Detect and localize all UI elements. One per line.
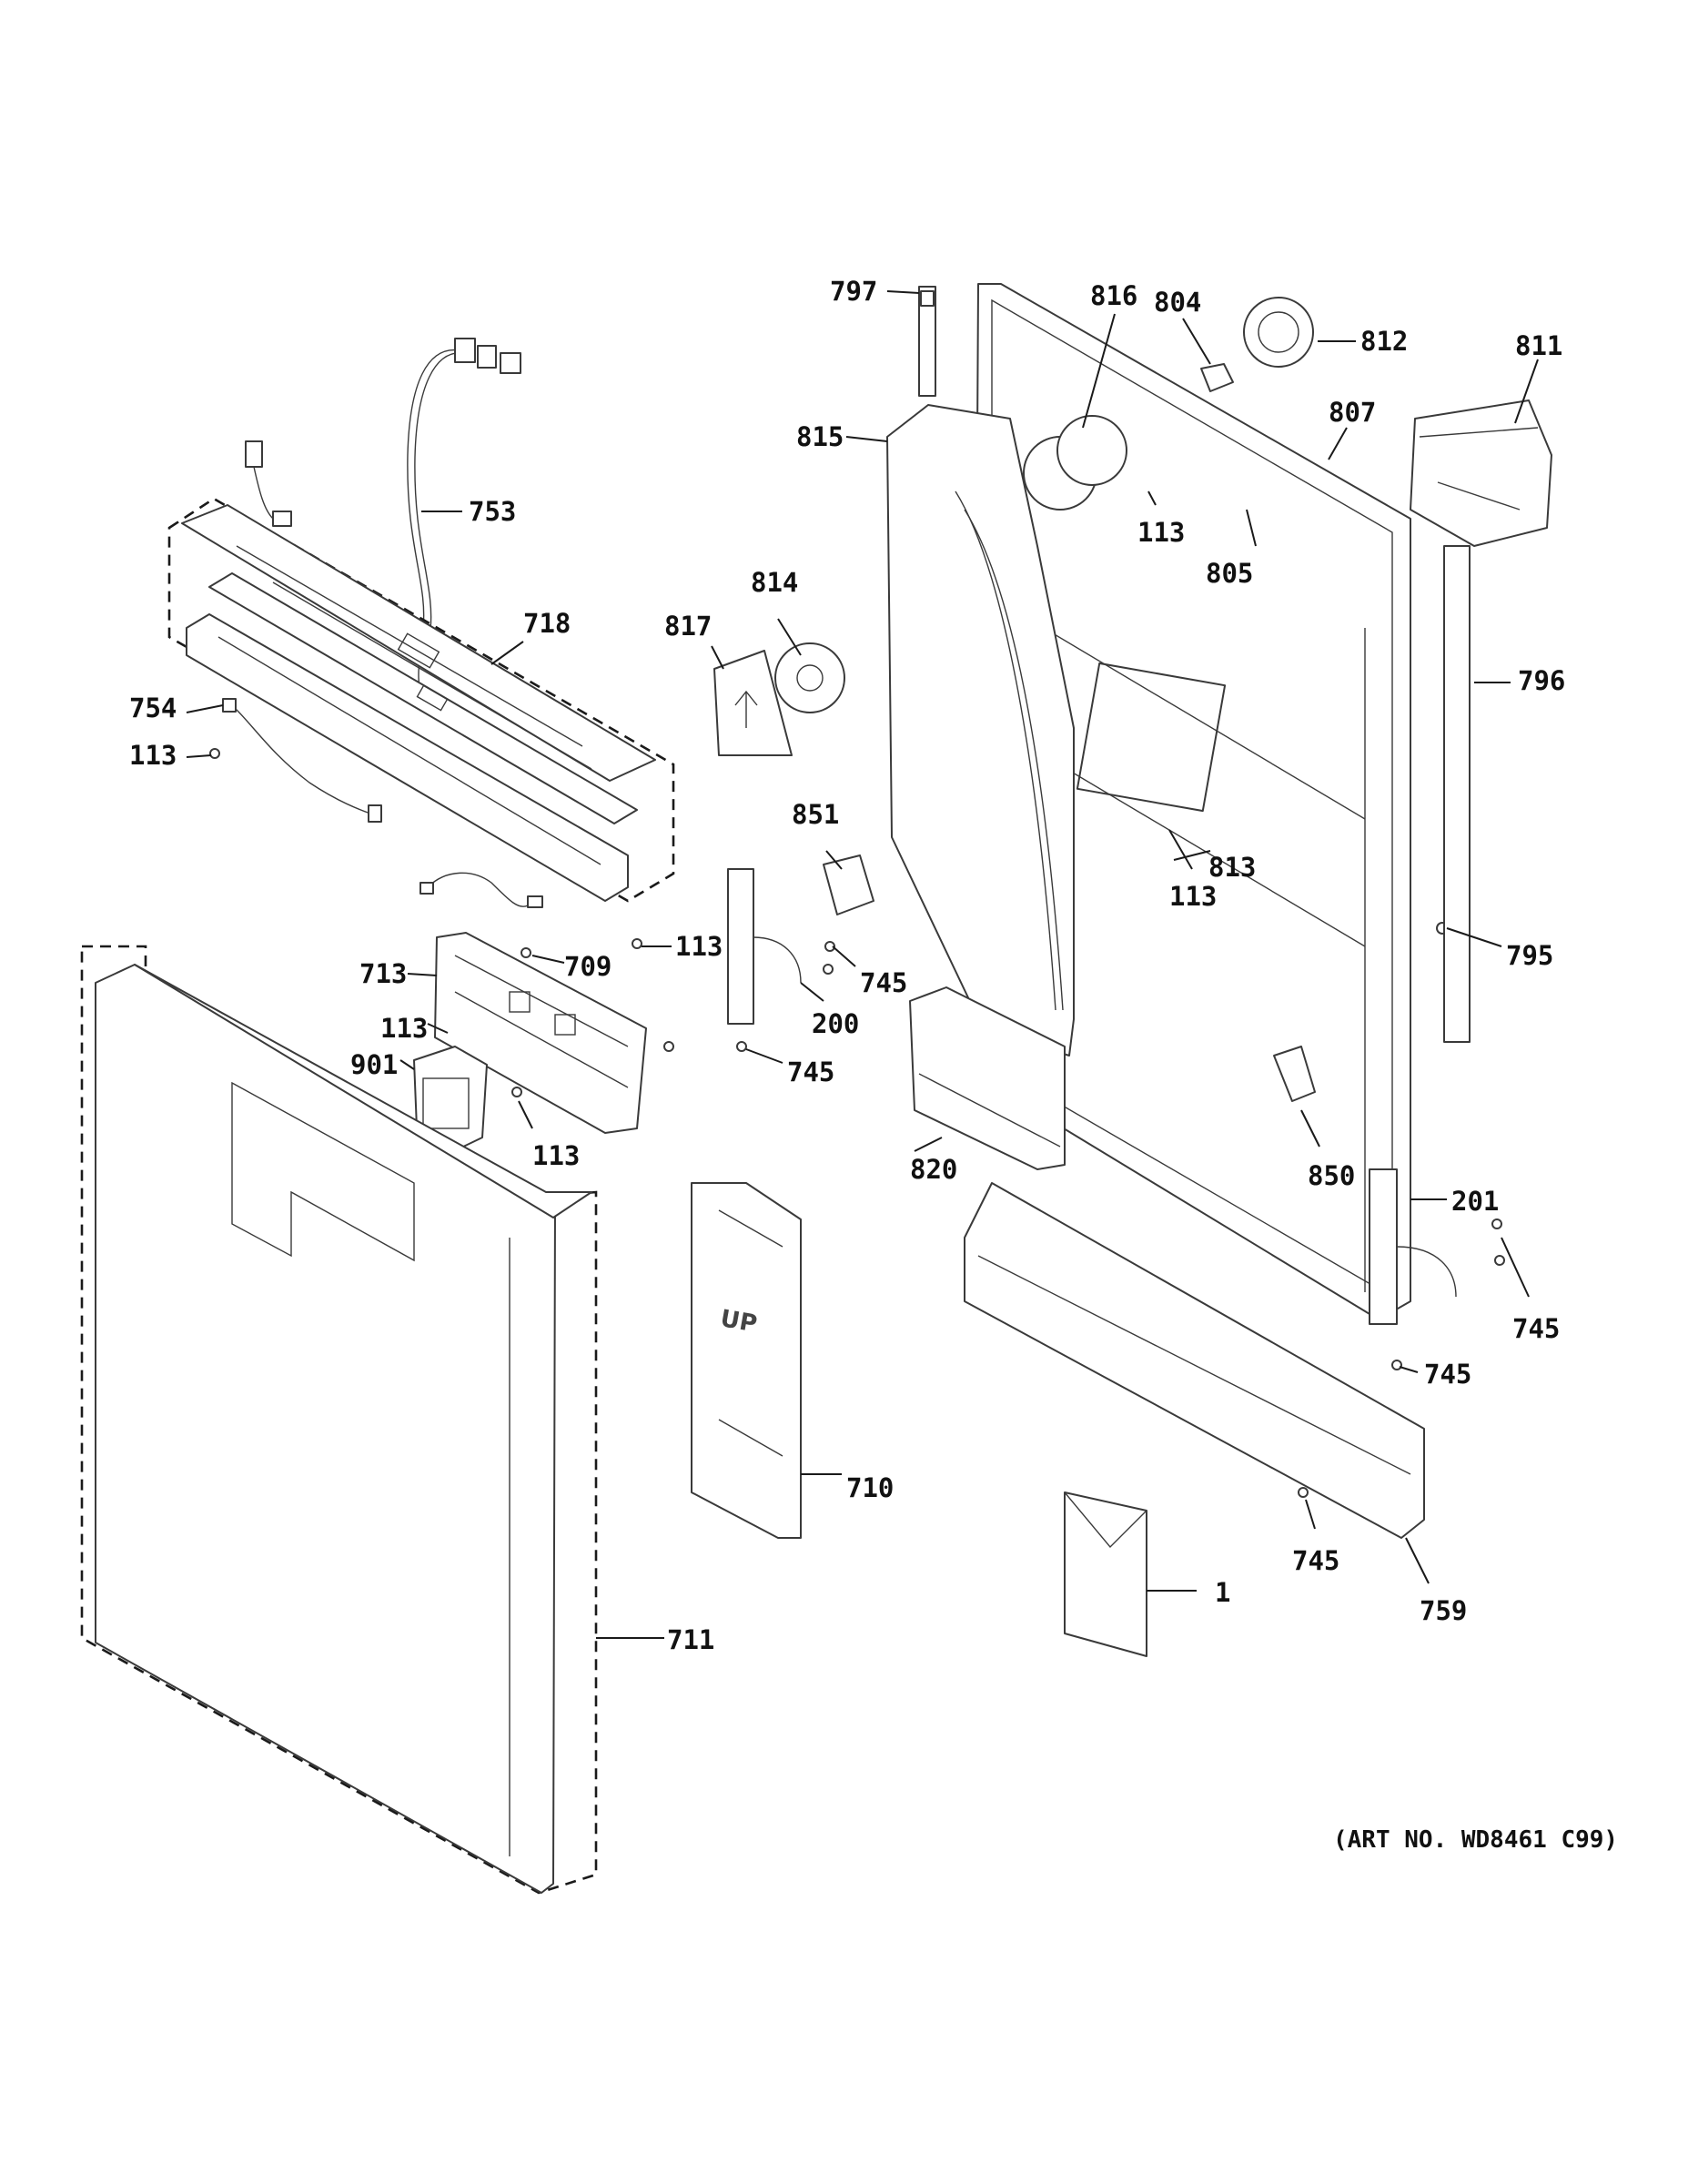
callout-759: 759 <box>1420 1595 1467 1626</box>
callout-201: 201 <box>1451 1186 1499 1217</box>
fan-814 <box>774 642 845 713</box>
callout-113-left: 113 <box>129 740 177 771</box>
ribbon-connector <box>245 440 292 527</box>
duct-815 <box>886 404 1075 1057</box>
callout-711: 711 <box>667 1624 714 1655</box>
callout-718: 718 <box>523 608 571 639</box>
callout-811: 811 <box>1515 330 1562 361</box>
callout-745-b: 745 <box>787 1057 834 1087</box>
part-850 <box>1273 1046 1316 1102</box>
callout-850: 850 <box>1308 1160 1355 1191</box>
callout-113-mid: 113 <box>1169 881 1217 912</box>
callout-814: 814 <box>751 567 798 598</box>
callout-713: 713 <box>359 958 407 989</box>
bracket-851 <box>823 854 874 915</box>
hinge-200 <box>727 868 802 1025</box>
callout-745-e: 745 <box>1292 1545 1339 1576</box>
outer-door-711 <box>80 945 598 1895</box>
callout-815: 815 <box>796 421 844 452</box>
callout-805: 805 <box>1206 558 1253 589</box>
callout-709: 709 <box>564 951 612 982</box>
callout-820: 820 <box>910 1154 957 1185</box>
callout-113-panel: 113 <box>675 931 723 962</box>
weight-710: UP <box>691 1182 802 1539</box>
callout-812: 812 <box>1360 326 1408 357</box>
callout-745-a: 745 <box>860 967 907 998</box>
callout-795: 795 <box>1506 940 1553 971</box>
embossed-up-label: UP <box>718 1305 759 1339</box>
vent-cover-812 <box>1243 297 1314 368</box>
callout-labels: 797 816 804 812 811 815 807 753 113 805 … <box>129 276 1565 1655</box>
leader-lines <box>186 290 1539 1639</box>
dispenser-811 <box>1410 399 1552 547</box>
callout-113-b: 113 <box>380 1013 428 1044</box>
rail-796 <box>1443 545 1471 1043</box>
callout-113-top: 113 <box>1137 517 1185 548</box>
callout-797: 797 <box>830 276 877 307</box>
clip-804 <box>1200 363 1234 392</box>
callout-816: 816 <box>1090 280 1137 311</box>
callout-745-c: 745 <box>1512 1313 1560 1344</box>
callout-200: 200 <box>812 1008 859 1039</box>
callout-851: 851 <box>792 799 839 830</box>
hinge-201 <box>1369 1168 1457 1325</box>
duct-820 <box>909 986 1066 1170</box>
callout-754: 754 <box>129 693 177 723</box>
art-number: (ART NO. WD8461 C99) <box>1333 1826 1618 1854</box>
callout-1: 1 <box>1215 1577 1230 1608</box>
cover-817 <box>713 650 793 756</box>
rail-797 <box>918 286 936 397</box>
control-panel-718 <box>167 497 675 903</box>
callout-753: 753 <box>469 496 516 527</box>
callout-901: 901 <box>350 1049 398 1080</box>
rings-816 <box>1023 415 1127 511</box>
callout-813: 813 <box>1208 852 1256 883</box>
trim-759 <box>964 1182 1425 1539</box>
callout-796: 796 <box>1518 665 1565 696</box>
callout-710: 710 <box>846 1472 894 1503</box>
manual-1 <box>1064 1491 1147 1657</box>
callout-817: 817 <box>664 611 712 642</box>
bracket-713 <box>434 932 647 1134</box>
callout-807: 807 <box>1329 397 1376 428</box>
callout-804: 804 <box>1154 287 1201 318</box>
callout-745-d: 745 <box>1424 1359 1471 1390</box>
callout-113-c: 113 <box>532 1140 580 1171</box>
cable-lower <box>419 872 543 908</box>
